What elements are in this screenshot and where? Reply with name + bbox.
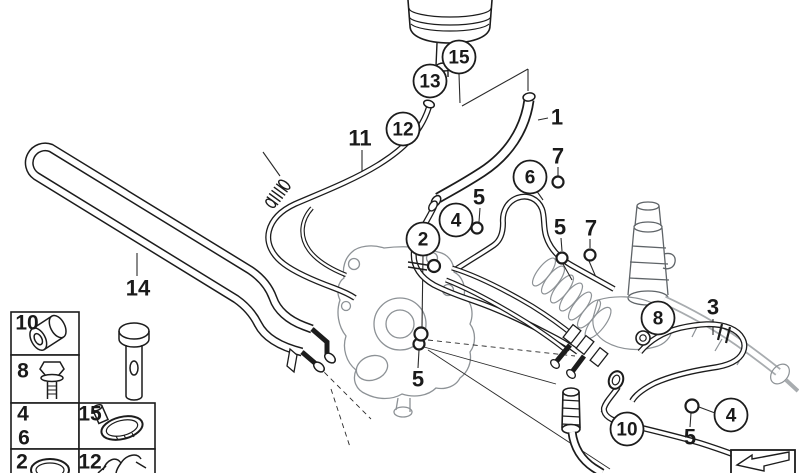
svg-text:10: 10 [15,312,38,335]
svg-text:8: 8 [653,309,664,330]
legend-box-2[interactable] [10,448,80,473]
callout-12[interactable]: 12 [385,111,421,147]
svg-text:3: 3 [707,295,719,320]
banjo-bolt-icon [118,322,150,401]
callout-4[interactable]: 4 [438,202,474,238]
part-label-5[interactable]: 5 [473,185,485,210]
svg-text:8: 8 [17,360,29,383]
callout-8[interactable]: 8 [640,300,676,336]
rubber-bushing-icon [29,314,67,352]
seal-rings [407,175,700,414]
svg-text:7: 7 [585,216,597,241]
svg-text:15: 15 [78,403,102,426]
legend-number-8: 8 [17,360,29,383]
legend-icons [29,314,150,473]
svg-text:5: 5 [412,367,424,392]
svg-text:4: 4 [451,211,462,232]
spring-clip-icon [97,454,147,473]
callout-2[interactable]: 2 [405,221,441,257]
svg-text:4: 4 [17,403,29,426]
svg-text:6: 6 [525,168,536,189]
svg-text:6: 6 [18,427,30,450]
part-label-5[interactable]: 5 [684,425,696,450]
svg-text:13: 13 [419,72,440,93]
svg-text:4: 4 [726,406,737,427]
svg-text:14: 14 [126,276,151,301]
hose-clamp-icon [91,403,144,441]
part-label-5[interactable]: 5 [554,215,566,240]
clamp-ring-icon [30,458,70,473]
fluid-reservoir [407,0,493,77]
legend-number-10: 10 [15,312,38,335]
legend-table[interactable] [10,311,156,473]
legend-numbers-layer: 10 8 46 15 2 12 [15,312,102,473]
return-hose-1 [430,92,536,208]
steering-rack-assembly [531,257,799,393]
power-steering-pump [337,245,476,418]
cooler-hose-fitting [561,387,605,473]
legend-number-6: 6 [18,427,30,450]
svg-text:5: 5 [473,185,485,210]
legend-number-15: 15 [78,403,102,426]
svg-text:2: 2 [16,451,28,473]
svg-text:7: 7 [552,144,564,169]
legend-number-2: 2 [16,451,28,473]
steering-rack-valve-body [627,201,676,306]
front-direction-arrow-icon [735,451,790,472]
part-label-7[interactable]: 7 [585,216,597,241]
suction-pipe-11 [265,99,436,301]
part-label-14[interactable]: 14 [126,276,151,301]
svg-text:11: 11 [348,126,371,151]
callout-4[interactable]: 4 [713,397,749,433]
svg-text:5: 5 [684,425,696,450]
svg-text:12: 12 [392,120,413,141]
part-label-7[interactable]: 7 [552,144,564,169]
svg-text:2: 2 [418,230,429,251]
svg-text:10: 10 [616,420,637,441]
callout-10[interactable]: 10 [609,411,645,447]
svg-text:15: 15 [448,48,470,69]
svg-text:5: 5 [554,215,566,240]
legend-number-12: 12 [78,451,101,473]
callout-6[interactable]: 6 [512,159,548,195]
cooler-pipe-14 [24,142,337,374]
leader-lines [136,68,716,470]
callout-13[interactable]: 13 [412,63,448,99]
part-label-1[interactable]: 1 [551,105,563,130]
callout-15[interactable]: 15 [441,39,477,75]
svg-text:1: 1 [551,105,563,130]
svg-text:12: 12 [78,451,101,473]
direction-indicator-box [730,449,796,473]
part-label-3[interactable]: 3 [707,295,719,320]
hex-bolt-icon [39,361,65,399]
part-label-5[interactable]: 5 [412,367,424,392]
legend-number-4: 4 [17,403,29,426]
part-label-11[interactable]: 11 [348,126,371,151]
threaded-fitting [265,179,291,209]
